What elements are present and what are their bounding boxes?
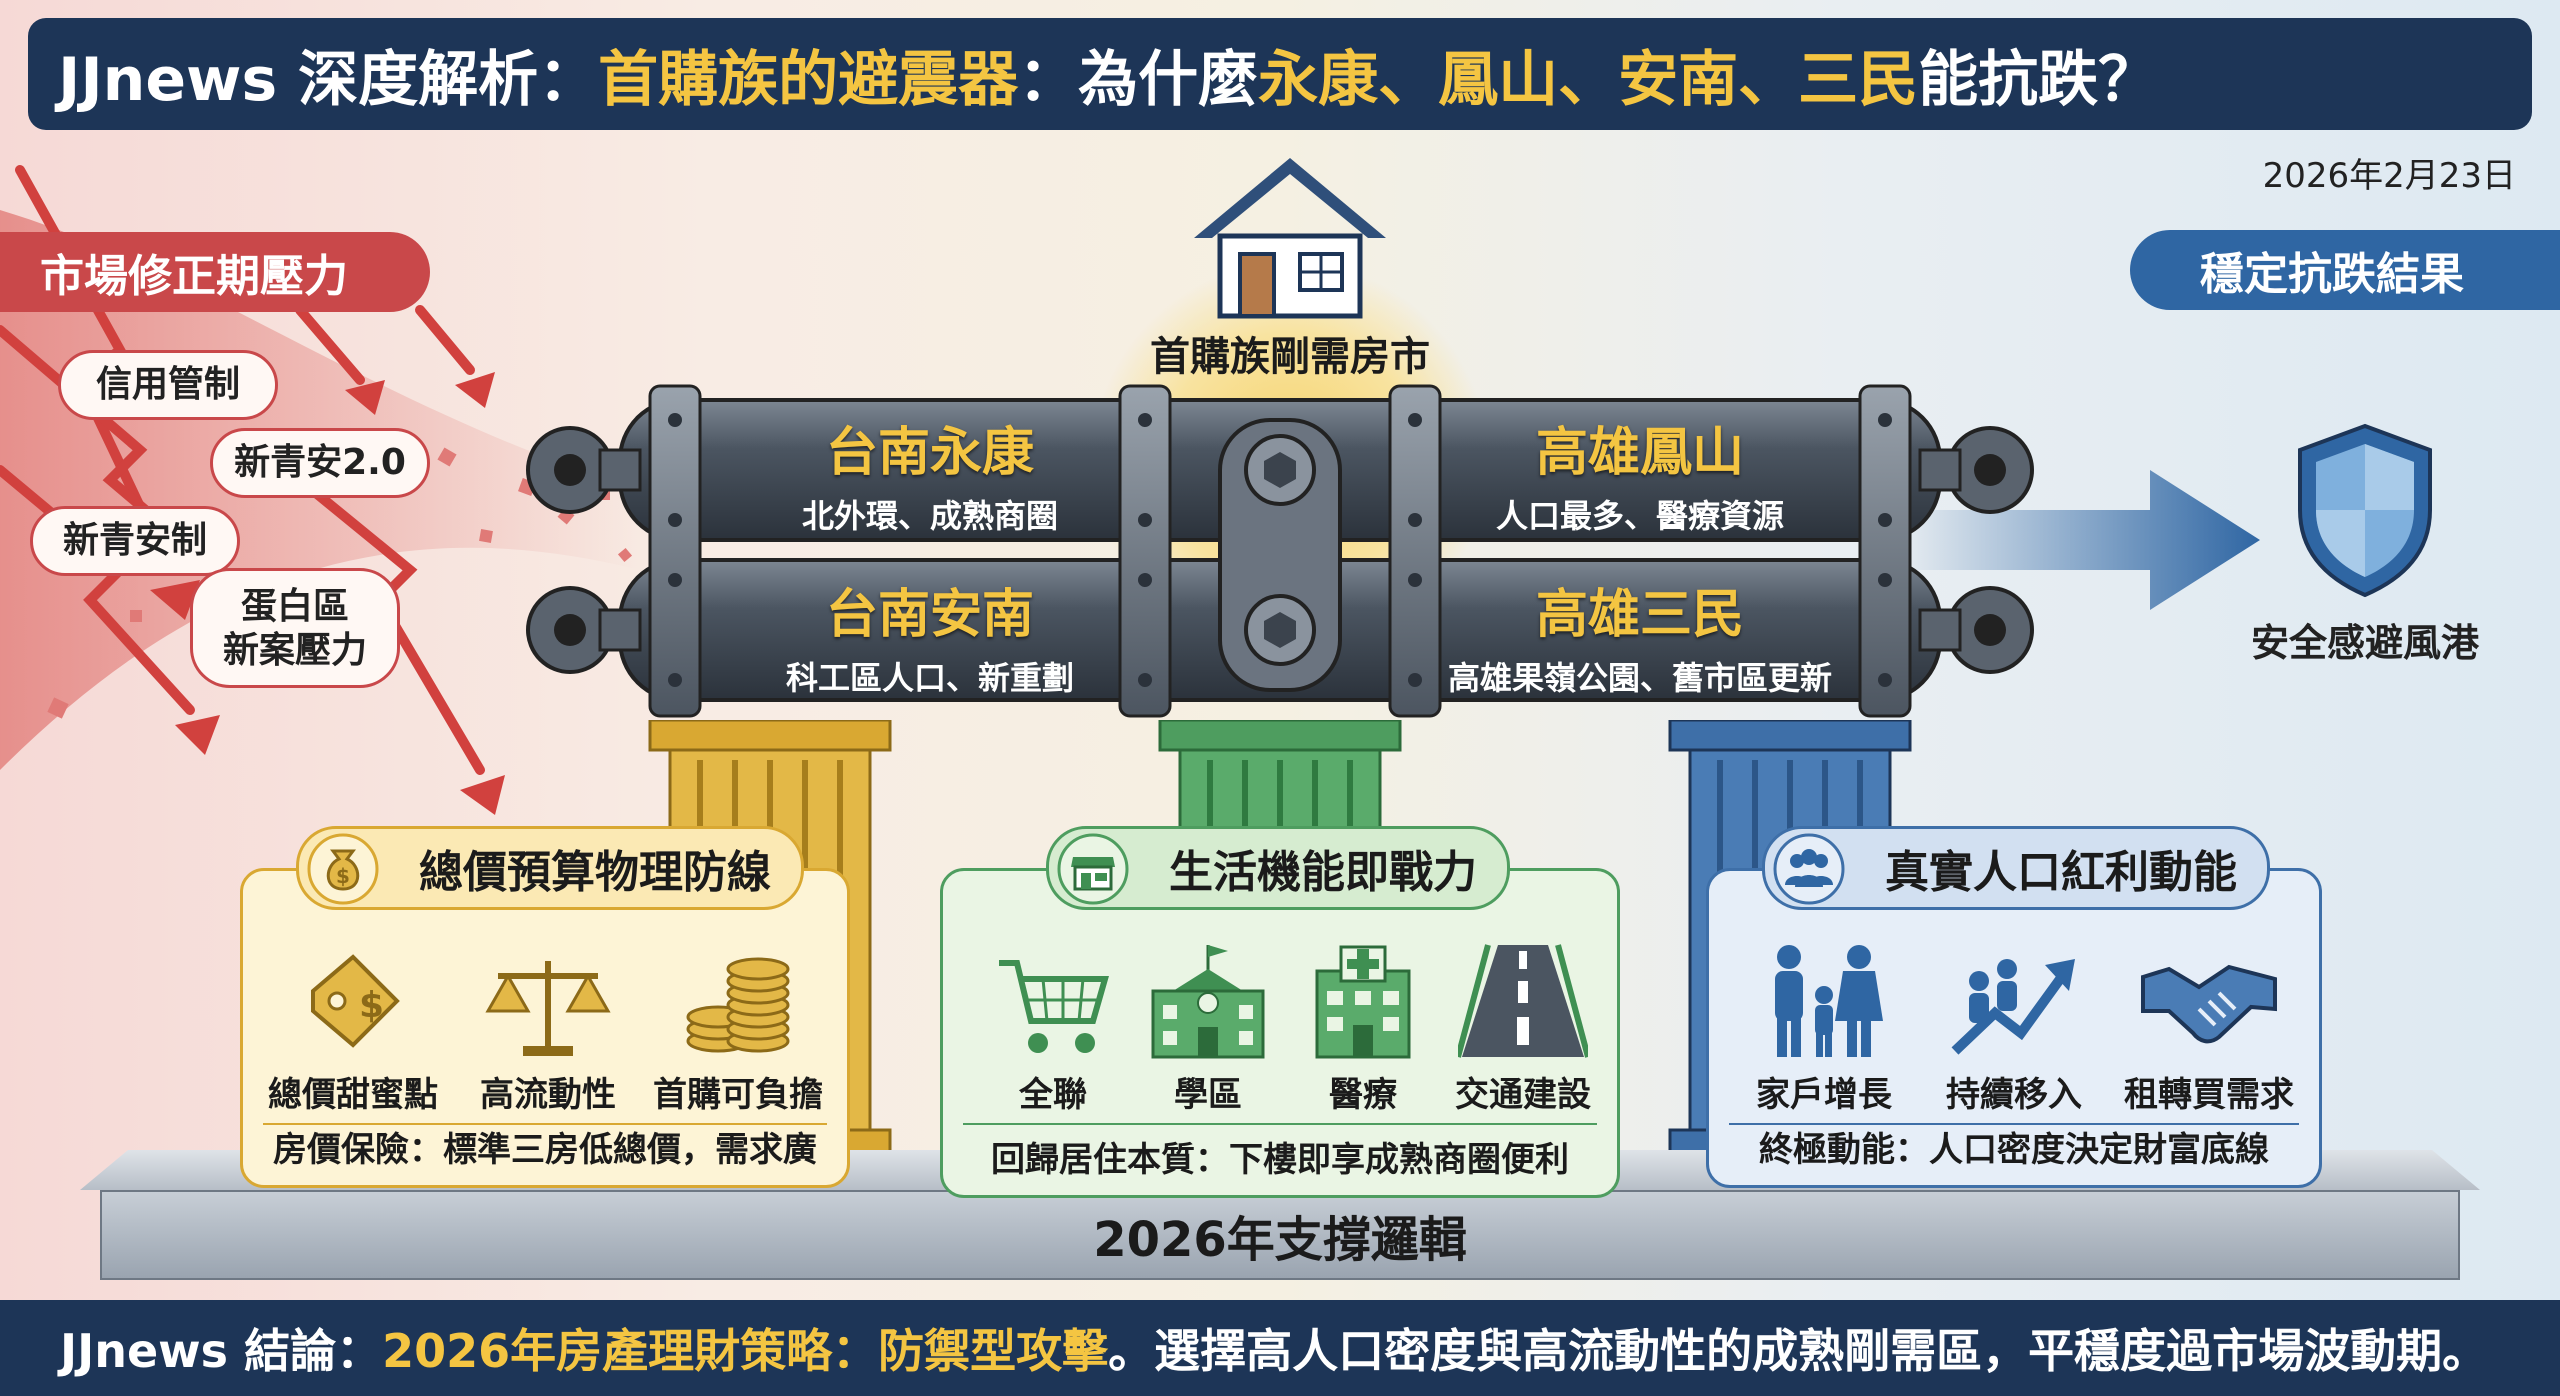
bubble-credit-control: 信用管制 [58,350,278,420]
money-bag-icon: $ [307,833,379,905]
school-icon [1151,945,1265,1059]
svg-text:$: $ [359,985,384,1026]
district-sub: 高雄果嶺公園、舊市區更新 [1447,659,1832,697]
bubble-new-youth-loan-2: 新青安2.0 [210,428,430,498]
item-label: 醫療 [1329,1075,1397,1115]
panel-title-population: 真實人口紅利動能 [1762,826,2270,910]
stable-result-ribbon: 穩定抗跌結果 [2130,230,2560,310]
district-sub: 科工區人口、新重劃 [785,659,1074,697]
market-pressure-ribbon: 市場修正期壓力 [0,232,430,312]
hospital-icon [1315,945,1411,1059]
bubble-new-youth-loan: 新青安制 [30,506,240,576]
house-label: 首購族剛需房市 [1150,334,1430,380]
conclusion-suffix: 。選擇高人口密度與高流動性的成熟剛需區，平穩度過市場波動期。 [1108,1324,2489,1378]
panel-population: 家戶增長 持續移入 租轉買需求 終極動能：人口密度決定財富底線 [1706,868,2322,1188]
district-sub: 人口最多、醫療資源 [1495,497,1784,535]
panel-budget: $ 總價甜蜜點 高流動性 首購可負擔 房價保險：標準三房低總價，需求廣 [240,868,850,1188]
bubble-label: 蛋白區 新案壓力 [222,586,367,671]
panel-title-text: 真實人口紅利動能 [1885,847,2237,898]
title-highlight: 首購族的避震器 [598,44,1019,115]
district-annan: 台南安南 科工區人口、新重劃 [740,572,1120,699]
item-label: 家戶增長 [1756,1075,1892,1115]
panel-title-budget: $ 總價預算物理防線 [296,826,804,910]
panel-title-text: 生活機能即戰力 [1169,847,1477,898]
district-sub: 北外環、成熟商圈 [801,497,1058,535]
title-suffix: 能抗跌？ [1918,44,2159,115]
family-icon [1775,945,1883,1057]
bubble-label: 新青安制 [62,520,207,561]
scale-icon [485,961,611,1056]
panel-divider [963,1123,1597,1125]
page-title: JJnews 深度解析： 首購族的避震器 ：為什麼 永康、鳳山、安南、三民 能抗… [28,18,2532,130]
bubble-label: 新青安2.0 [234,442,406,483]
item-label: 全聯 [1019,1075,1087,1115]
panel-footer: 終極動能：人口密度決定財富底線 [1759,1130,2269,1170]
growth-icon [1951,959,2075,1055]
panel-footer: 房價保險：標準三房低總價，需求廣 [273,1130,817,1170]
price-tag-icon: $ [311,954,400,1048]
district-name: 台南永康 [825,423,1034,483]
house-icon [1194,158,1386,319]
date-label: 2026年2月23日 [2262,156,2516,196]
item-label: 高流動性 [480,1075,616,1115]
item-label: 首購可負擔 [653,1075,823,1115]
road-icon [1458,944,1588,1058]
coins-icon [686,957,790,1053]
panel-title-text: 總價預算物理防線 [419,847,771,898]
item-label: 租轉買需求 [2124,1075,2294,1115]
district-sanmin: 高雄三民 高雄果嶺公園、舊市區更新 [1420,572,1860,699]
shock-absorber-assembly [526,384,2034,718]
district-name: 高雄鳳山 [1535,423,1744,483]
title-mid: ：為什麼 [1018,44,1259,115]
panel-title-amenities: 生活機能即戰力 [1046,826,1510,910]
shield-label: 安全感避風港 [2250,621,2479,665]
conclusion-bar: JJnews 結論： 2026年房產理財策略：防禦型攻擊 。選擇高人口密度與高流… [0,1300,2560,1396]
people-icon [1773,833,1845,905]
handshake-icon [2141,964,2277,1044]
panel-divider [1729,1123,2299,1125]
title-highlight-districts: 永康、鳳山、安南、三民 [1258,44,1919,115]
cart-icon [999,960,1109,1053]
bubble-label: 信用管制 [95,364,240,405]
district-name: 台南安南 [825,585,1034,645]
store-icon [1057,833,1129,905]
district-yongkang: 台南永康 北外環、成熟商圈 [740,410,1120,537]
base-label: 2026年支撐邏輯 [1093,1212,1467,1268]
bubble-suburb-pressure: 蛋白區 新案壓力 [190,568,400,688]
item-label: 交通建設 [1455,1075,1591,1115]
base-bar: 2026年支撐邏輯 [100,1190,2460,1280]
result-arrow [1900,470,2260,610]
item-label: 學區 [1174,1075,1242,1115]
conclusion-highlight: 2026年房產理財策略：防禦型攻擊 [382,1324,1109,1378]
panel-amenities: 全聯 學區 醫療 交通建設 回歸居住本質：下樓即享成熟商圈便利 [940,868,1620,1198]
conclusion-prefix: JJnews 結論： [60,1324,383,1378]
panel-divider [263,1123,827,1125]
item-label: 持續移入 [1946,1075,2082,1115]
district-name: 高雄三民 [1535,585,1744,645]
district-fengshan: 高雄鳳山 人口最多、醫療資源 [1450,410,1830,537]
item-label: 總價甜蜜點 [268,1075,438,1115]
title-prefix: JJnews 深度解析： [58,44,599,115]
shield-icon [2298,423,2432,598]
panel-footer: 回歸居住本質：下樓即享成熟商圈便利 [991,1140,1569,1180]
svg-text:$: $ [336,864,350,888]
